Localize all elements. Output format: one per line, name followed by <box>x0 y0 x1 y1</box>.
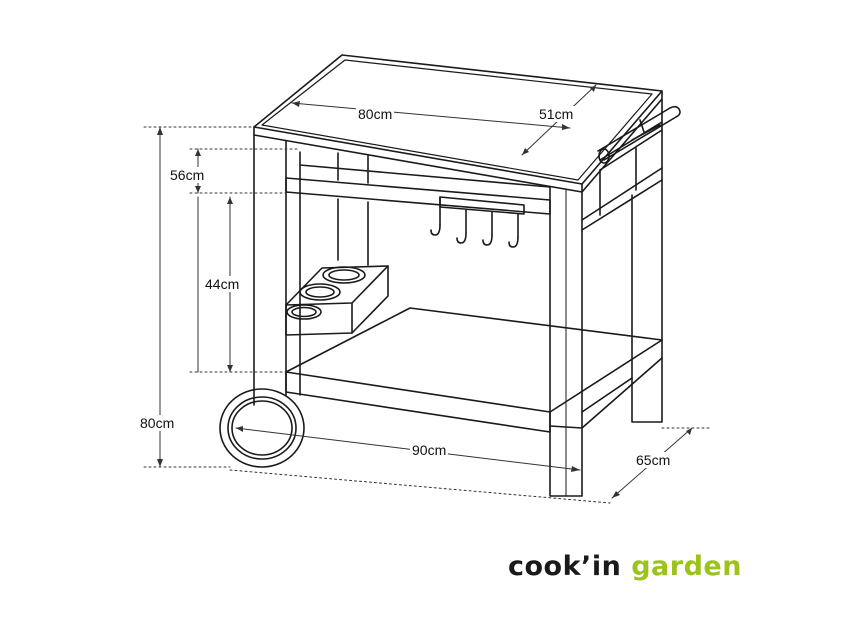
top-depth-label: 51cm <box>537 106 576 122</box>
right-front-leg <box>549 186 583 497</box>
brand-part-green: garden <box>631 551 742 582</box>
brand-part-dark: cook’in <box>508 551 622 582</box>
bottle-holder <box>285 265 389 336</box>
front-crossbar <box>285 164 551 215</box>
total-depth-label: 65cm <box>634 452 673 468</box>
top-width-label: 80cm <box>356 106 395 122</box>
left-front-leg <box>253 134 301 406</box>
wheel <box>219 388 305 468</box>
total-width-label: 90cm <box>410 442 449 458</box>
brand-logo: cook’in garden <box>508 551 742 582</box>
right-side-frame <box>581 98 663 423</box>
lower-height-label: 44cm <box>203 276 242 292</box>
back-legs <box>337 152 369 266</box>
total-height-label: 80cm <box>138 415 177 431</box>
upper-height-label: 56cm <box>168 167 207 183</box>
dimension-arrowheads <box>157 85 692 498</box>
utensil-hooks <box>430 196 525 248</box>
bottom-shelf <box>285 307 663 433</box>
